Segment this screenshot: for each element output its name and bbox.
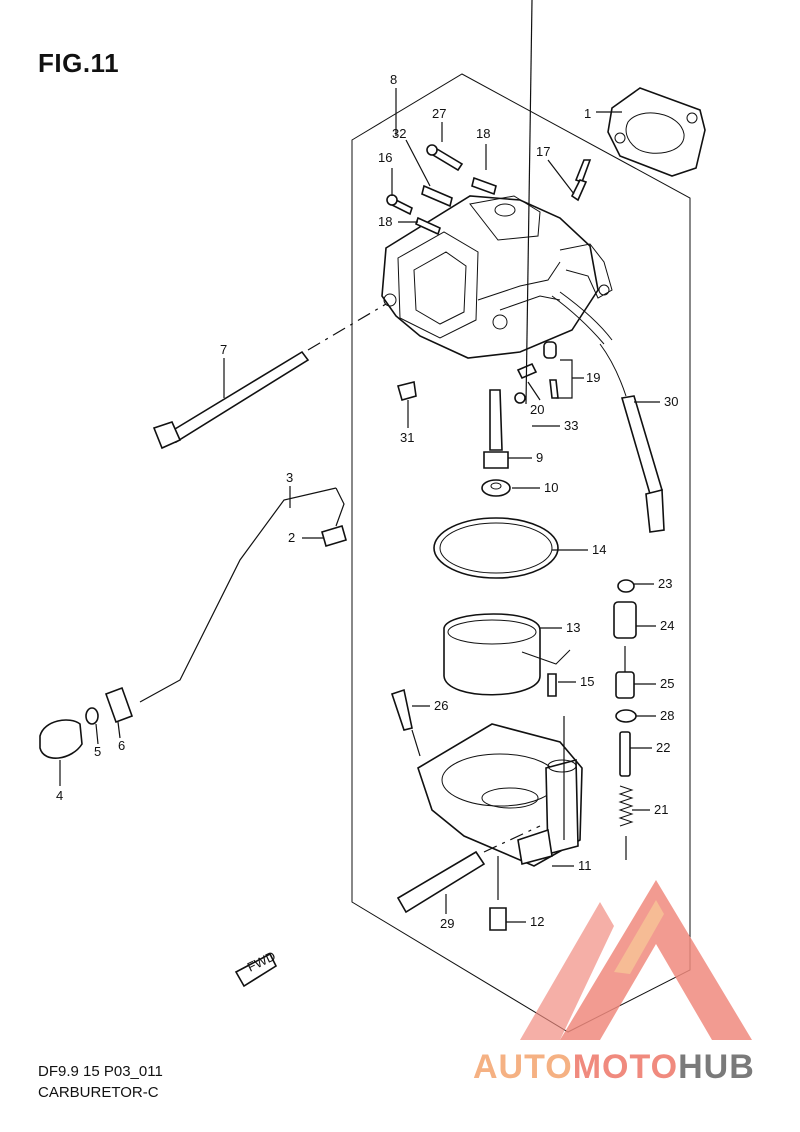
long-bolt-part xyxy=(152,303,387,450)
bowl-screw-parts xyxy=(390,688,507,931)
callout-31: 31 xyxy=(400,430,414,445)
callout-23: 23 xyxy=(658,576,672,591)
watermark-part-moto: MOTO xyxy=(572,1048,679,1086)
carburetor-body-part xyxy=(381,195,613,359)
watermark-part-auto: AUTO xyxy=(473,1048,573,1086)
callout-labels: 1 2 3 4 5 6 7 8 9 10 11 12 13 14 15 16 1… xyxy=(56,72,678,931)
callout-18a: 18 xyxy=(476,126,490,141)
callout-9: 9 xyxy=(536,450,543,465)
gasket-part xyxy=(607,87,706,177)
callout-30: 30 xyxy=(664,394,678,409)
figure-name: CARBURETOR-C xyxy=(38,1084,159,1101)
callout-33: 33 xyxy=(564,418,578,433)
callout-13: 13 xyxy=(566,620,580,635)
callout-1: 1 xyxy=(584,106,591,121)
callout-25: 25 xyxy=(660,676,674,691)
hose-part xyxy=(599,343,665,533)
callout-32: 32 xyxy=(392,126,406,141)
callout-6: 6 xyxy=(118,738,125,753)
figure-title: FIG.11 xyxy=(38,48,120,78)
choke-rod-part xyxy=(39,487,347,759)
callout-15: 15 xyxy=(580,674,594,689)
watermark-part-hub: HUB xyxy=(678,1048,755,1086)
callout-17: 17 xyxy=(536,144,550,159)
callout-2: 2 xyxy=(288,530,295,545)
callout-20: 20 xyxy=(530,402,544,417)
callout-26: 26 xyxy=(434,698,448,713)
leader-lines xyxy=(59,0,660,923)
callout-28: 28 xyxy=(660,708,674,723)
callout-19: 19 xyxy=(586,370,600,385)
callout-12: 12 xyxy=(530,914,544,929)
callout-24: 24 xyxy=(660,618,674,633)
callout-22: 22 xyxy=(656,740,670,755)
float-bowl-part xyxy=(417,723,583,867)
callout-18b: 18 xyxy=(378,214,392,229)
needle-valve-parts xyxy=(613,579,637,827)
drain-tube-part xyxy=(396,825,541,914)
screw-parts xyxy=(386,144,592,236)
figure-code: DF9.9 15 P03_011 xyxy=(38,1063,163,1080)
watermark-text: AUTOMOTOHUB xyxy=(473,1048,755,1087)
callout-21: 21 xyxy=(654,802,668,817)
callout-10: 10 xyxy=(544,480,558,495)
watermark-logo xyxy=(520,880,752,1040)
forward-direction-tag: FWD xyxy=(234,948,278,988)
callout-27: 27 xyxy=(432,106,446,121)
callout-16: 16 xyxy=(378,150,392,165)
callout-8: 8 xyxy=(390,72,397,87)
callout-14: 14 xyxy=(592,542,606,557)
needle-jet-parts xyxy=(481,389,511,497)
callout-11: 11 xyxy=(578,858,592,873)
float-part xyxy=(443,613,571,697)
callout-3: 3 xyxy=(286,470,293,485)
callout-29: 29 xyxy=(440,916,454,931)
callout-4: 4 xyxy=(56,788,63,803)
callout-5: 5 xyxy=(94,744,101,759)
callout-7: 7 xyxy=(220,342,227,357)
float-bowl-gasket-part xyxy=(433,517,559,579)
